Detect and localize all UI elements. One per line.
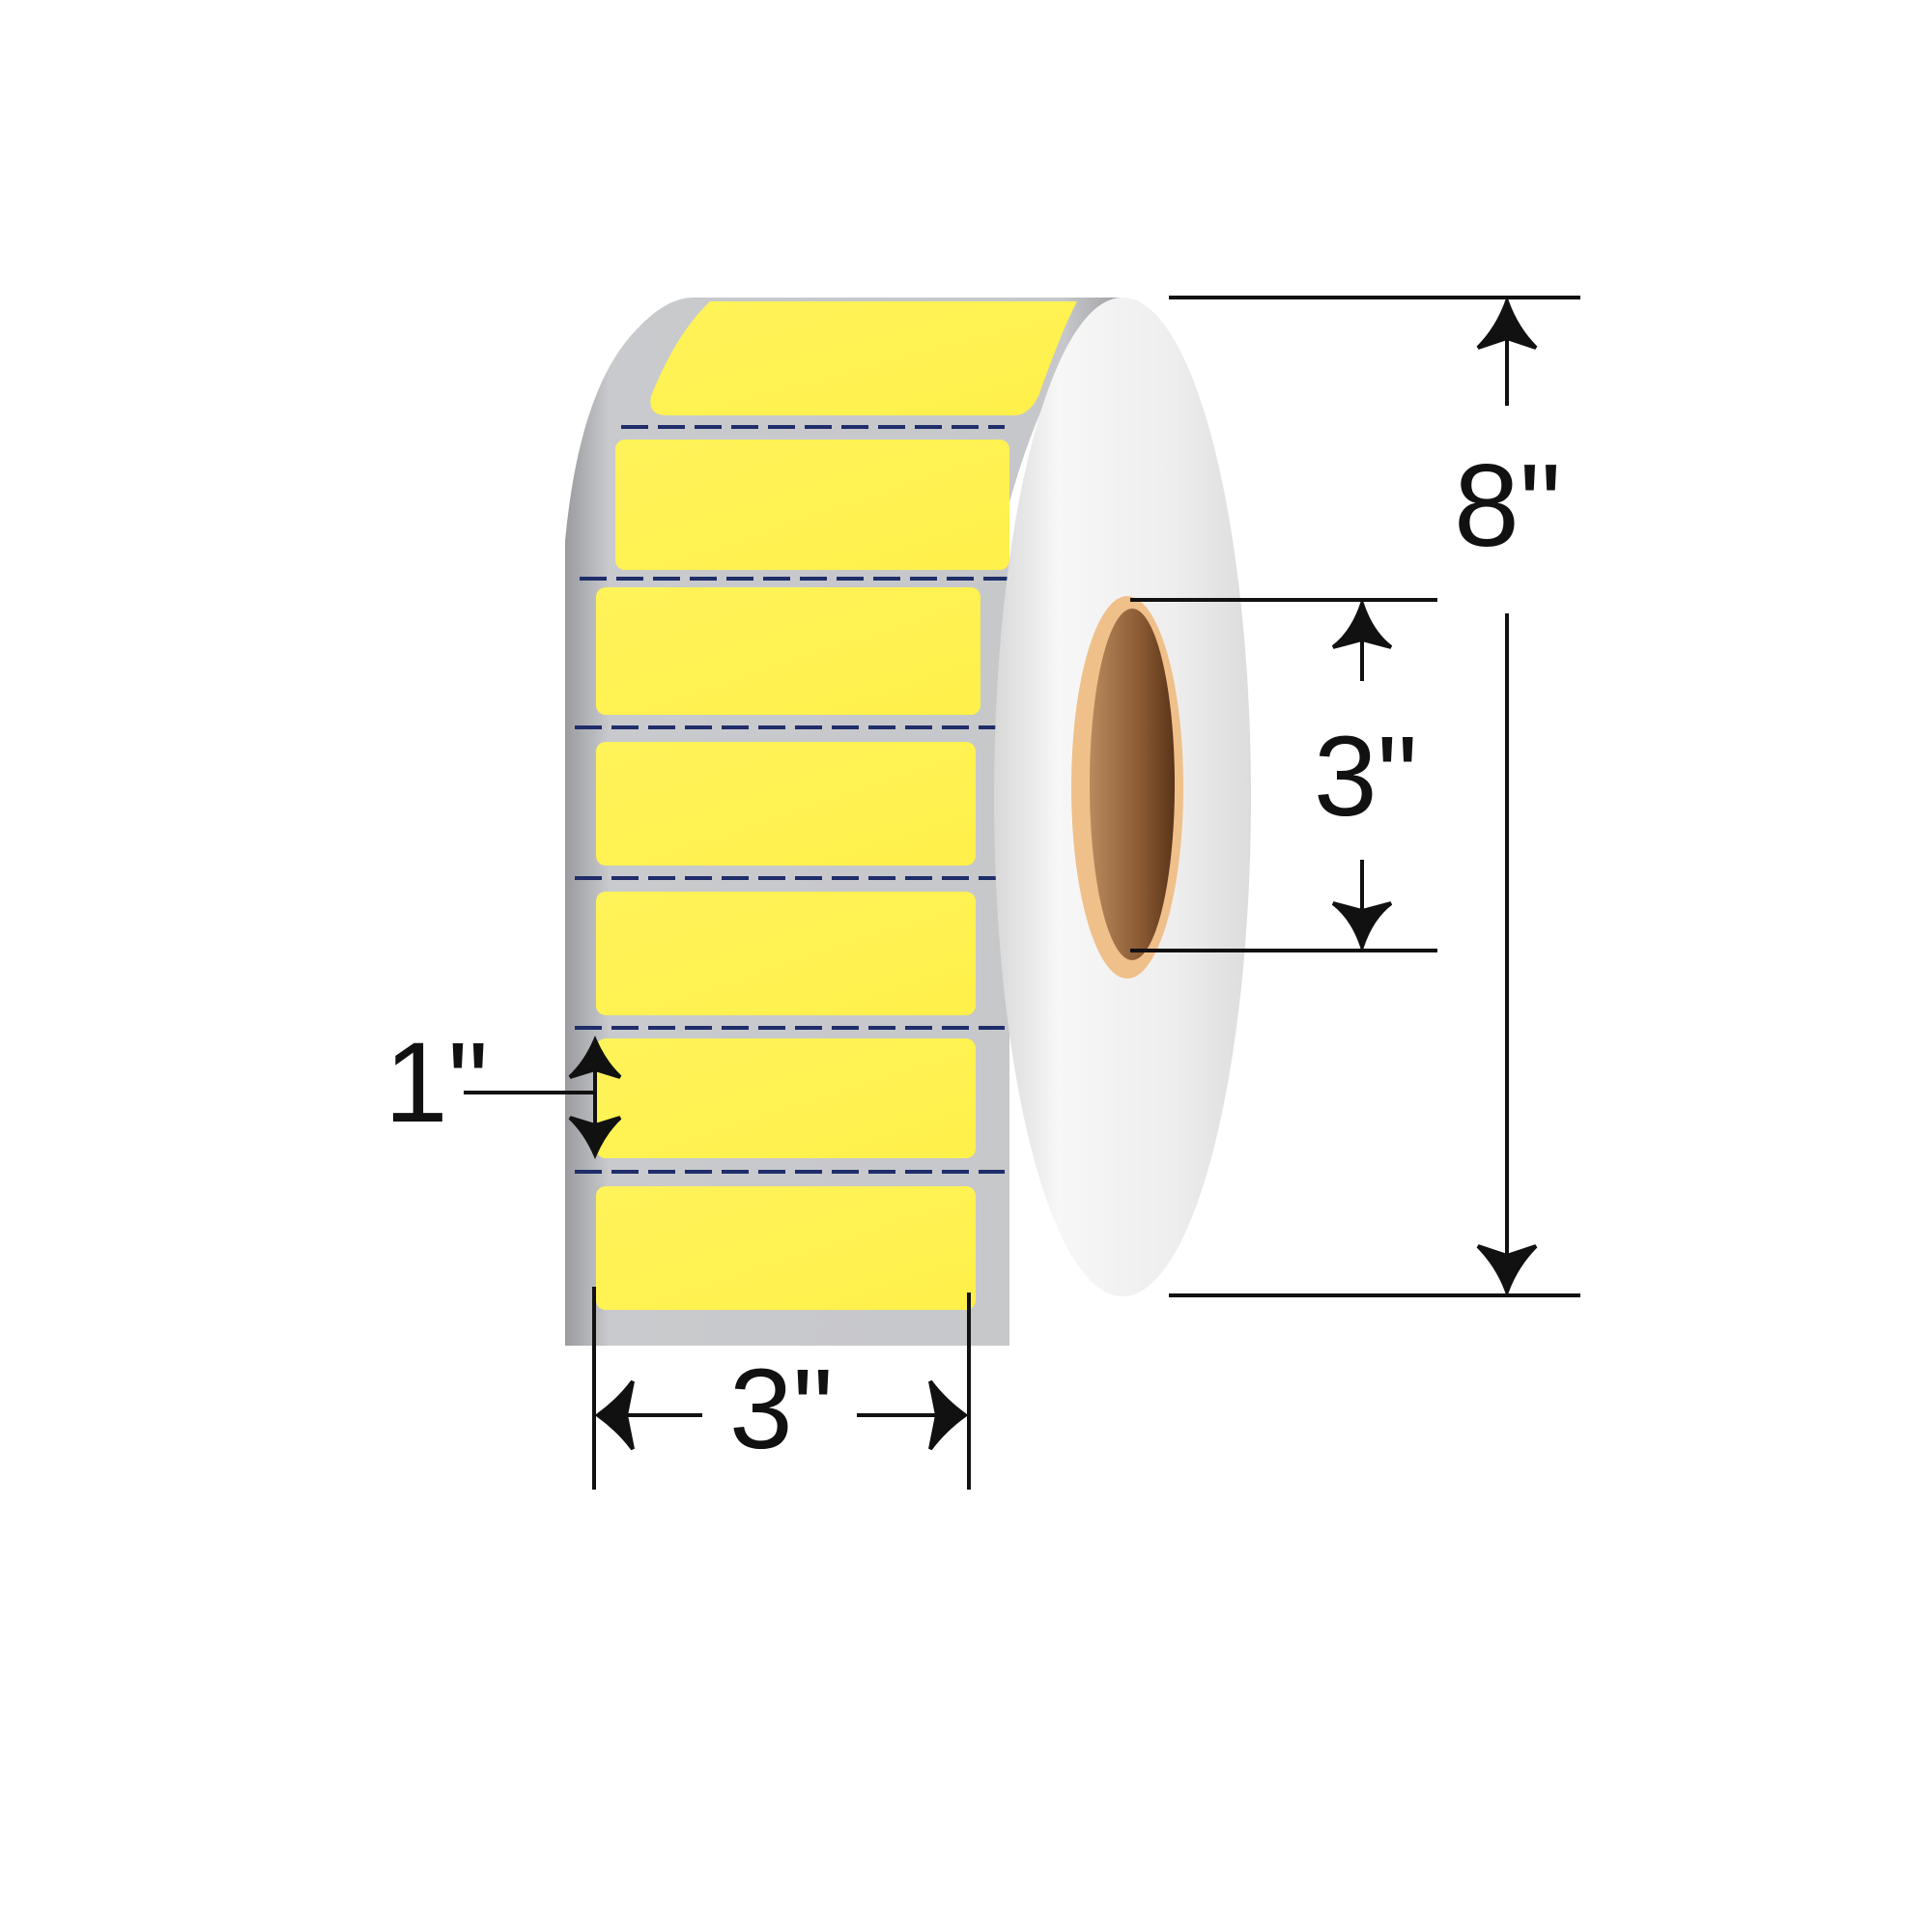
- label-1: [650, 301, 1077, 415]
- label-5: [596, 892, 976, 1015]
- label-height-label: 1": [384, 1019, 489, 1147]
- perforations: [575, 425, 1009, 1174]
- label-2: [615, 440, 1009, 570]
- core-diameter-dimension: [1130, 597, 1437, 953]
- label-7: [596, 1186, 976, 1310]
- labels: [596, 301, 1077, 1310]
- outer-diameter-label: 8": [1454, 440, 1562, 571]
- roll-face: [994, 298, 1251, 1296]
- label-width-label: 3": [729, 1346, 834, 1473]
- core: [1090, 609, 1175, 960]
- core-diameter-label: 3": [1314, 713, 1418, 840]
- label-6: [596, 1038, 976, 1158]
- outer-diameter-dimension: [1169, 296, 1580, 1297]
- label-4: [596, 742, 976, 866]
- label-height-dimension: [464, 1035, 622, 1160]
- label-width-dimension: [592, 1287, 971, 1490]
- label-3: [596, 587, 980, 715]
